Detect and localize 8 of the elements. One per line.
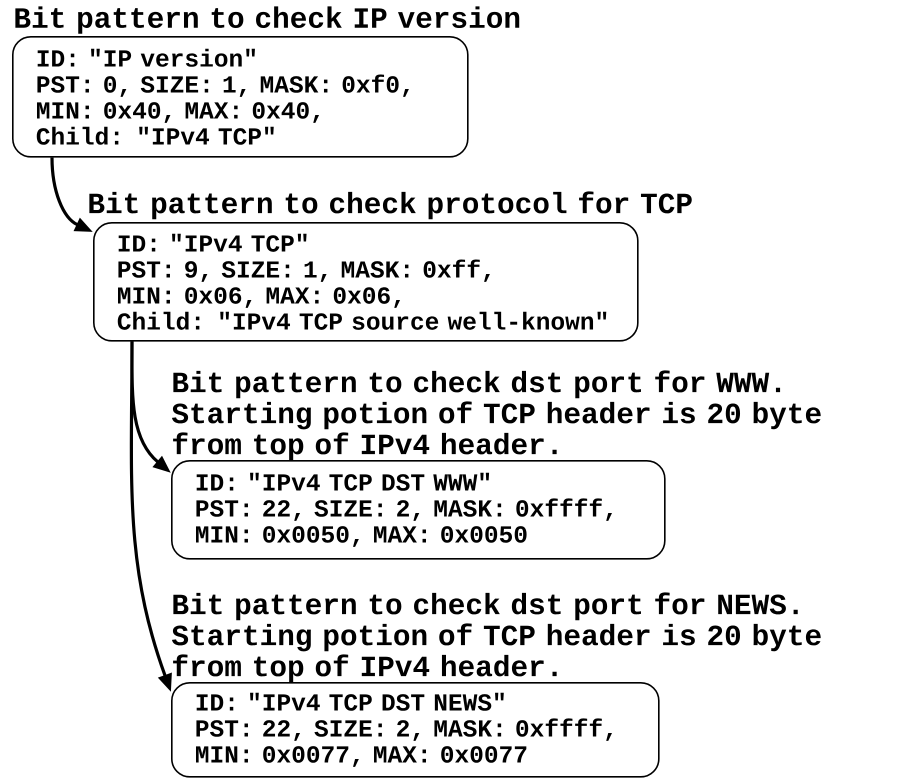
heading-text: Bit pattern to check IP version: [15, 6, 520, 34]
heading-text: Bit pattern to check dst port for WWW. Starting potion of TCP header is 20 byte from top of IPv4 header.: [172, 370, 821, 460]
heading-text: Bit pattern to check dst port for NEWS. Starting potion of TCP header is 20 byte from top of IPv4 header.: [172, 592, 821, 682]
record-box: ID: "IPv4 TCP" PST: 9, SIZE: 1, MASK: 0xff, MIN: 0x06, MAX: 0x06, Child: "IPv4 TCP source well-known": [93, 222, 639, 342]
record-box: ID: "IP version" PST: 0, SIZE: 1, MASK: 0xf0, MIN: 0x40, MAX: 0x40, Child: "IPv4 TCP": [12, 36, 469, 158]
heading-text: Bit pattern to check protocol for TCP: [89, 191, 692, 220]
record-box: ID: "IPv4 TCP DST WWW" PST: 22, SIZE: 2, MASK: 0xffff, MIN: 0x0050, MAX: 0x0050: [171, 460, 666, 560]
record-box: ID: "IPv4 TCP DST NEWS" PST: 22, SIZE: 2, MASK: 0xffff, MIN: 0x0077, MAX: 0x0077: [171, 682, 660, 778]
